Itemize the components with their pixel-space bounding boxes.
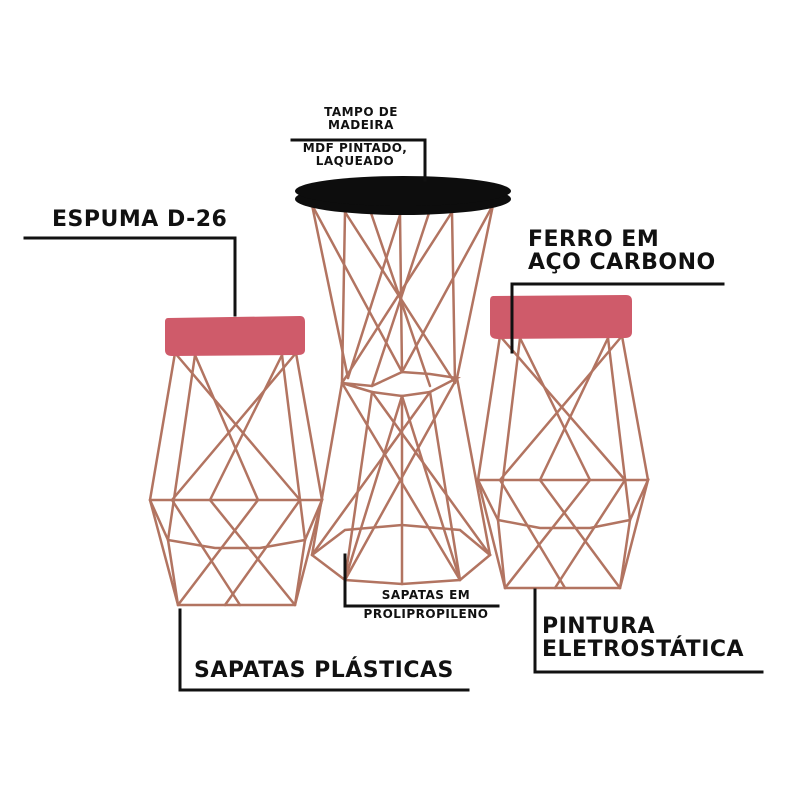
left-stool-frame (148, 351, 324, 607)
label-tabletop-line-2: MADEIRA (328, 117, 394, 132)
label-iron: FERRO EM AÇO CARBONO (528, 228, 716, 274)
leader-tabletop (290, 138, 427, 182)
label-pp-feet: SAPATAS EM (352, 589, 500, 602)
right-stool-seat (490, 295, 632, 339)
leader-paint (533, 588, 764, 674)
label-iron-line-1: FERRO EM (528, 227, 660, 252)
label-paint-line-2: ELETROSTÁTICA (542, 637, 745, 663)
label-tabletop-line-4: LAQUEADO (315, 153, 395, 168)
label-tabletop-line-3: MDF PINTADO, (302, 141, 408, 155)
label-paint: PINTURA ELETROSTÁTICA (542, 615, 744, 661)
leader-pp-feet (343, 553, 500, 608)
label-tabletop: TAMPO DE MADEIRA (296, 106, 426, 131)
left-stool-seat (165, 316, 305, 356)
leader-plastic-feet (178, 608, 470, 692)
label-tabletop-line-1: TAMPO DE (324, 105, 398, 119)
label-pp-feet-line-1: SAPATAS EM (381, 588, 471, 602)
leader-foam (23, 236, 237, 317)
label-foam: ESPUMA D-26 (52, 207, 228, 232)
label-pp-feet-2: PROLIPROPILENO (352, 608, 500, 621)
label-iron-line-2: AÇO CARBONO (528, 250, 716, 276)
label-tabletop-2: MDF PINTADO, LAQUEADO (290, 142, 420, 167)
right-stool-frame (476, 334, 650, 590)
label-plastic-feet: SAPATAS PLÁSTICAS (194, 658, 454, 683)
tabletop (295, 176, 511, 215)
leader-iron (510, 282, 725, 354)
label-pp-feet-line-2: PROLIPROPILENO (363, 607, 489, 621)
leader-lines (23, 138, 764, 692)
table-frame (310, 203, 495, 586)
label-paint-line-1: PINTURA (542, 614, 656, 639)
